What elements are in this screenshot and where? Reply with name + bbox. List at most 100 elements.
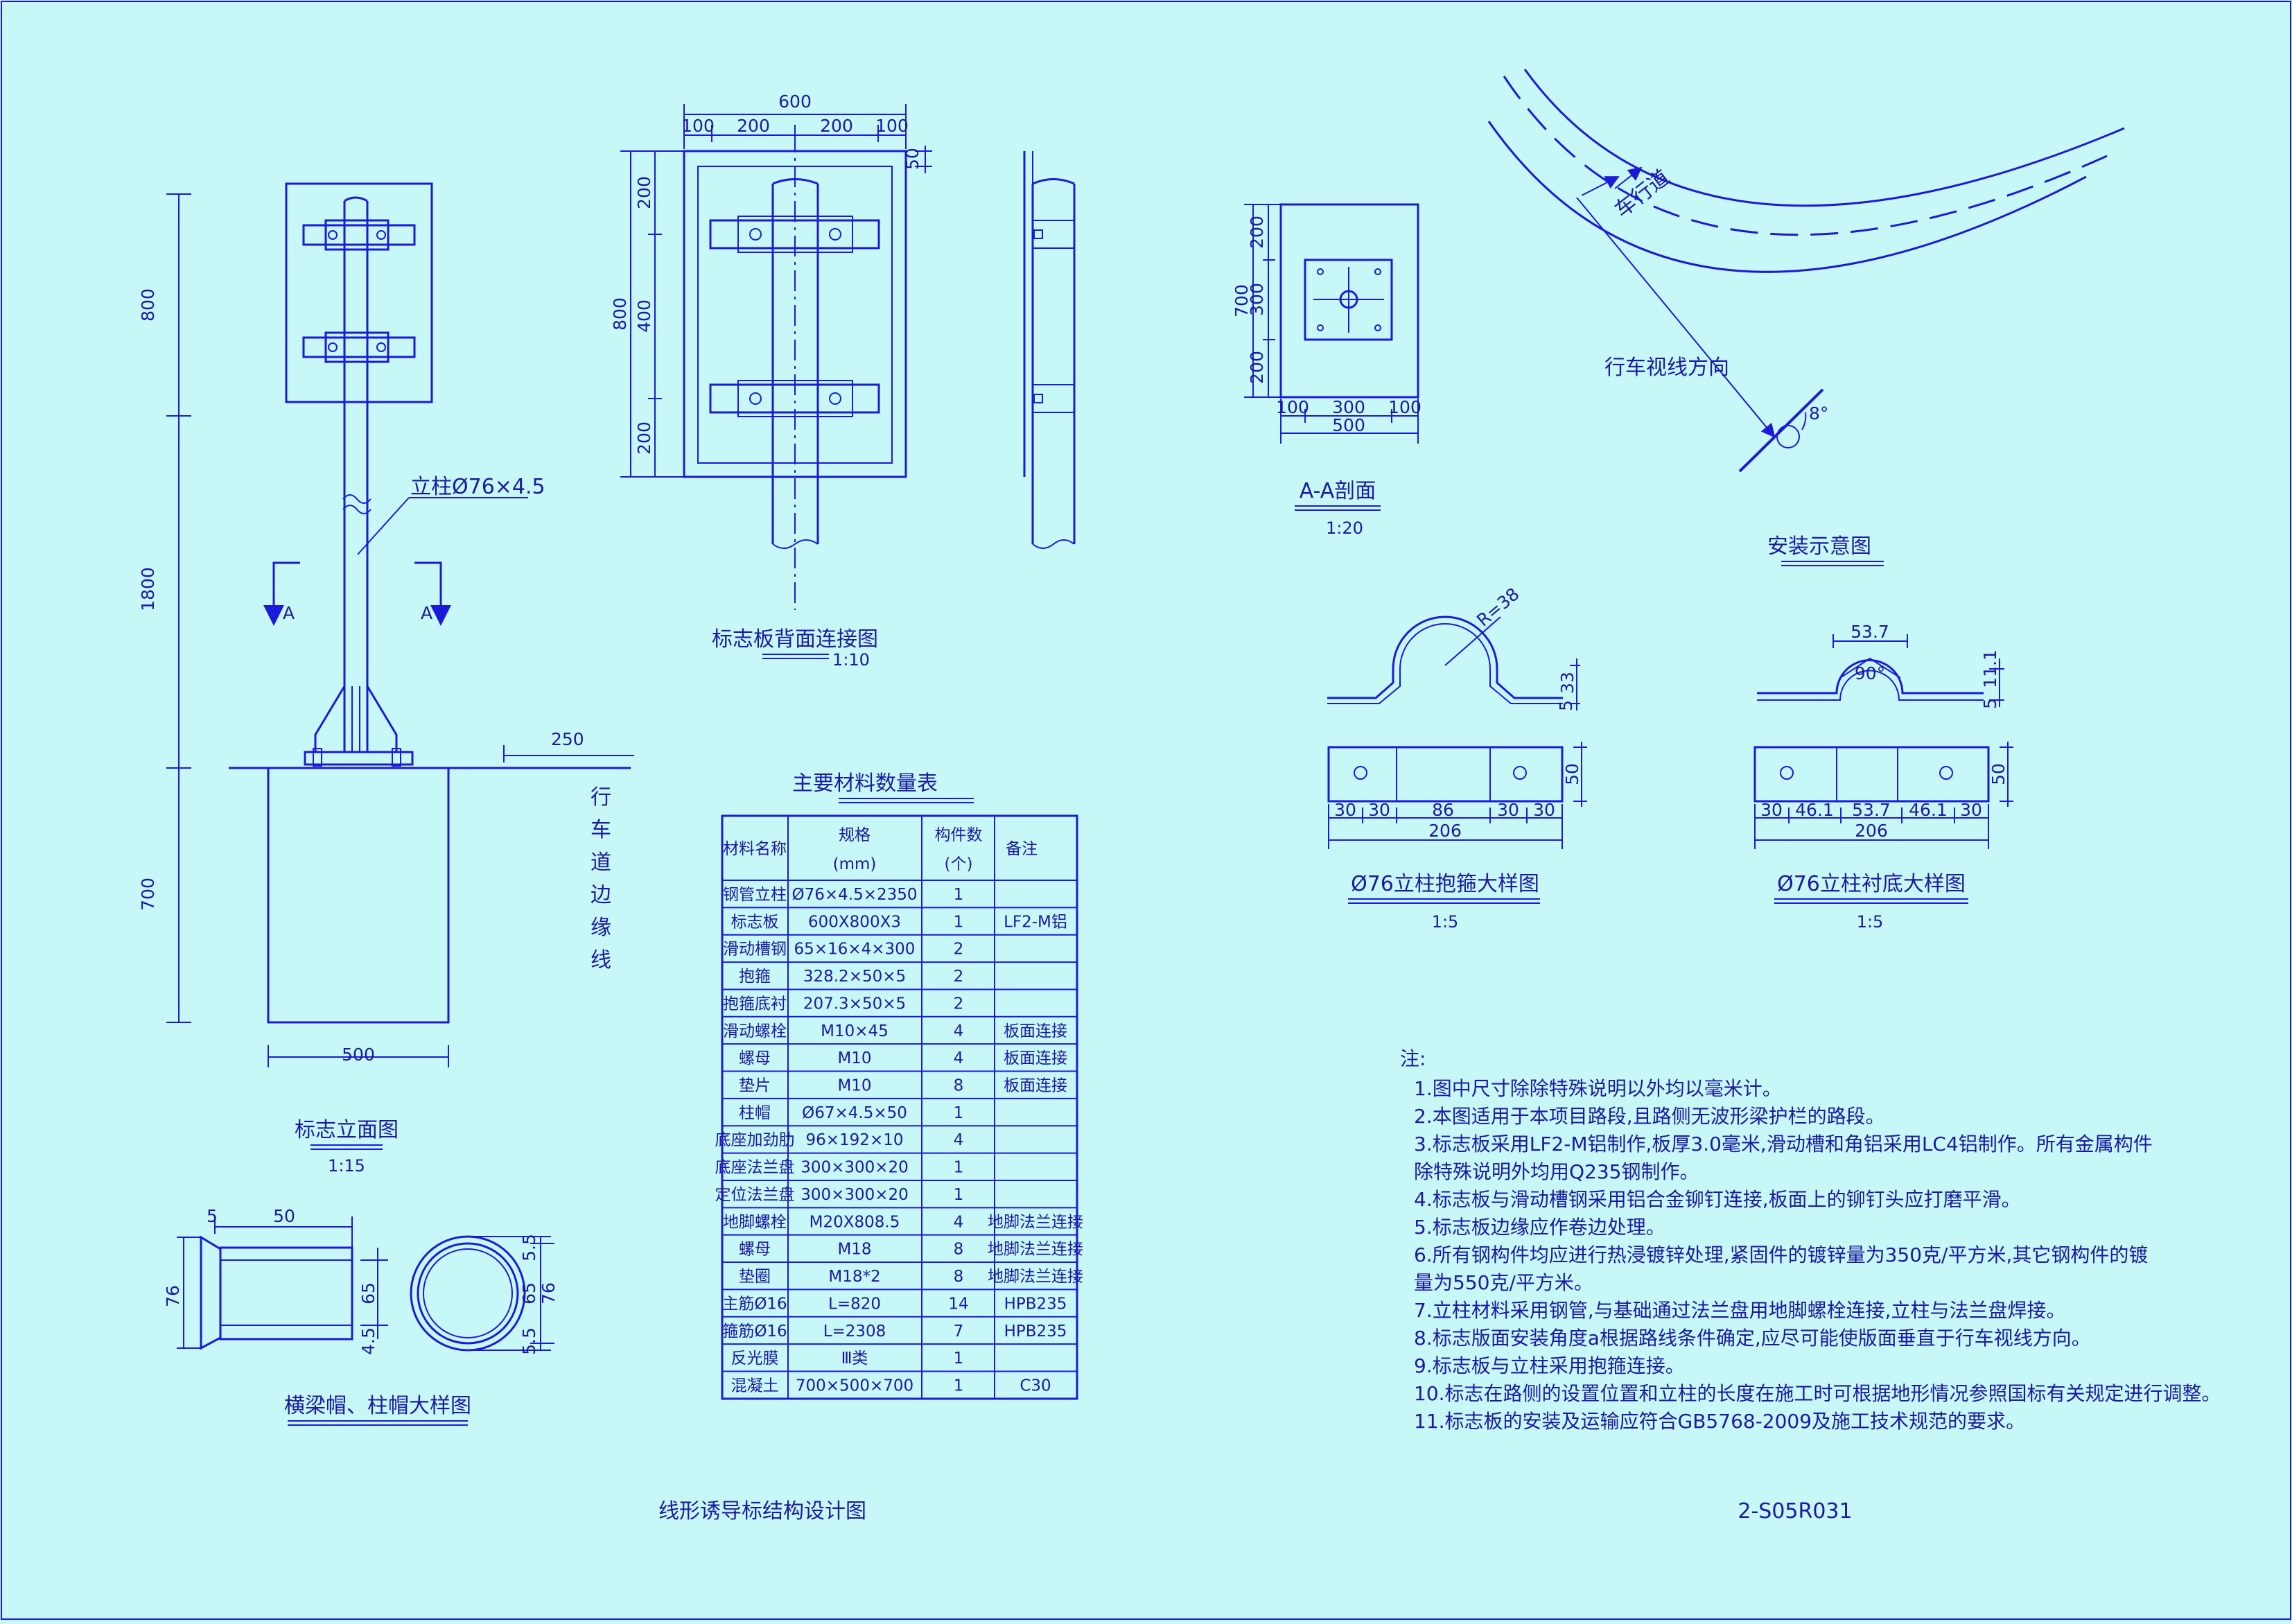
back-caption: 标志板背面连接图 [712,627,878,652]
back-side-view [1023,151,1076,549]
cap-dim-55a: 5.5 [519,1234,539,1261]
back-scale: 1:10 [832,650,870,670]
materials-cell: 1 [954,1159,964,1177]
install-angle-label: 8° [1809,403,1828,424]
materials-cell: 2 [954,941,964,959]
materials-cell: 14 [948,1295,968,1313]
base-stiffeners [314,686,398,752]
liner-profile [1757,659,1984,695]
materials-cell: L=820 [828,1295,881,1313]
materials-cell: 地脚法兰连接 [988,1213,1083,1231]
materials-cell: 4 [954,1213,964,1231]
materials-cell: 7 [954,1322,964,1341]
dim-back-200b: 200 [820,116,853,136]
materials-cell: 1 [954,886,964,904]
svg-text:车: 车 [591,818,611,842]
post-label: 立柱Ø76×4.5 [410,475,545,499]
road-edge-inner [1487,121,2087,273]
materials-cell: 1 [954,1104,964,1122]
materials-cell: 地脚法兰连接 [988,1268,1083,1286]
note-line: 5.标志板边缘应作卷边处理。 [1414,1216,1665,1239]
note-line: 4.标志板与滑动槽钢采用铝合金铆钉连接,板面上的铆钉头应打磨平滑。 [1414,1188,2021,1211]
materials-cell: 300×300×20 [801,1186,909,1204]
hoop-seg-4: 30 [1533,800,1555,820]
materials-cell: 滑动槽钢 [723,941,787,959]
materials-cell: 2 [954,995,964,1013]
liner-plan-strip [1753,746,1990,803]
materials-header-remark: 备注 [1006,840,1038,858]
materials-cell: 标志板 [731,913,779,931]
materials-cell: 混凝土 [731,1377,779,1395]
materials-cell: 定位法兰盘 [715,1186,795,1204]
materials-cell: 4 [954,1049,964,1067]
dim-back-600: 600 [778,91,812,112]
materials-cell: 柱帽 [739,1104,771,1122]
liner-dim-5: 5 [1980,698,2000,709]
liner-seg-0: 30 [1760,800,1783,820]
materials-cell: 300×300×20 [801,1159,909,1177]
materials-cell: 2 [954,968,964,986]
base-flange [304,751,414,766]
materials-cell: 1 [954,1377,964,1395]
dim-section-700: 700 [1232,284,1252,317]
hoop-detail: R=38 33 5 50 30 30 86 30 30 206 Ø76立柱抱箍大… [1327,584,1587,932]
dim-back-v400: 400 [634,299,654,333]
liner-dim-11: 11.1 [1980,649,2000,688]
materials-cell: 8 [954,1241,964,1259]
hoop-profile [1327,615,1563,699]
materials-cell: 700×500×700 [796,1377,913,1395]
note-line: 11.标志板的安装及运输应符合GB5768-2009及施工技术规范的要求。 [1414,1410,2025,1433]
note-line: 1.图中尺寸除除特殊说明以外均以毫米计。 [1414,1077,1782,1100]
materials-header-name: 材料名称 [723,840,787,858]
dim-section-100b: 100 [1388,397,1421,417]
dim-back-200a: 200 [737,116,770,136]
cap-dim-65: 65 [358,1282,378,1304]
svg-text:线: 线 [591,948,611,972]
dim-section-100a: 100 [1276,397,1309,417]
dim-elev-1800: 1800 [138,567,158,611]
materials-cell: HPB235 [1004,1322,1067,1341]
materials-cell: 600X800X3 [808,913,901,931]
cap-side-profile [200,1235,222,1350]
materials-cell: M10×45 [821,1022,889,1040]
materials-cell: 底座加劲肋 [715,1131,795,1149]
materials-cell: 板面连接 [1004,1022,1067,1040]
materials-cell: 板面连接 [1004,1049,1067,1067]
svg-text:行: 行 [591,785,611,810]
sight-line [1576,197,1776,438]
hoop-caption: Ø76立柱抱箍大样图 [1351,872,1539,896]
installation-schematic: 车行道 行车视线方向 8° 安装示意图 [1487,69,2125,566]
back-channel-upper [709,216,880,253]
materials-cell: 底座法兰盘 [715,1159,795,1177]
notes-block: 注: 1.图中尺寸除除特殊说明以外均以毫米计。2.本图适用于本项目路段,且路侧无… [1400,1047,2221,1433]
hoop-seg-3: 30 [1497,800,1519,820]
materials-cell: 地脚螺栓 [723,1213,787,1231]
materials-cell: M18*2 [828,1268,880,1286]
dim-elev-500: 500 [342,1045,375,1065]
svg-text:道: 道 [591,850,611,875]
hoop-dim-33: 33 [1557,672,1577,694]
materials-cell: 滑动螺栓 [723,1022,787,1040]
materials-cell: LF2-M铝 [1004,913,1067,931]
foundation-block [267,767,450,1024]
section-mark-right [414,561,451,626]
section-view: 700 200 300 200 100 300 100 500 A-A剖面 1:… [1232,203,1421,538]
dim-section-300h: 300 [1332,397,1365,417]
lane-label: 车行道 [1610,165,1674,222]
cap-dim-5: 5 [207,1206,218,1226]
materials-cell: 螺母 [739,1049,771,1067]
dim-elev-700: 700 [138,878,158,911]
materials-cell: 螺母 [739,1241,771,1259]
note-line: 量为550克/平方米。 [1414,1271,1593,1294]
materials-cell: Ø67×4.5×50 [802,1104,907,1122]
materials-cell: 8 [954,1268,964,1286]
note-line: 2.本图适用于本项目路段,且路侧无波形梁护栏的路段。 [1414,1105,1885,1128]
liner-dim-50: 50 [1988,763,2009,785]
hoop-seg-1: 30 [1368,800,1390,820]
note-line: 9.标志板与立柱采用抱箍连接。 [1414,1354,1685,1377]
hoop-dim-50: 50 [1562,763,1582,785]
note-line: 8.标志版面安装角度a根据路线条件确定,应尽可能使版面垂直于行车视线方向。 [1414,1327,2091,1350]
elevation-view: 800 1800 700 500 250 立柱Ø76×4.5 A A 行 车 道… [138,182,634,1176]
